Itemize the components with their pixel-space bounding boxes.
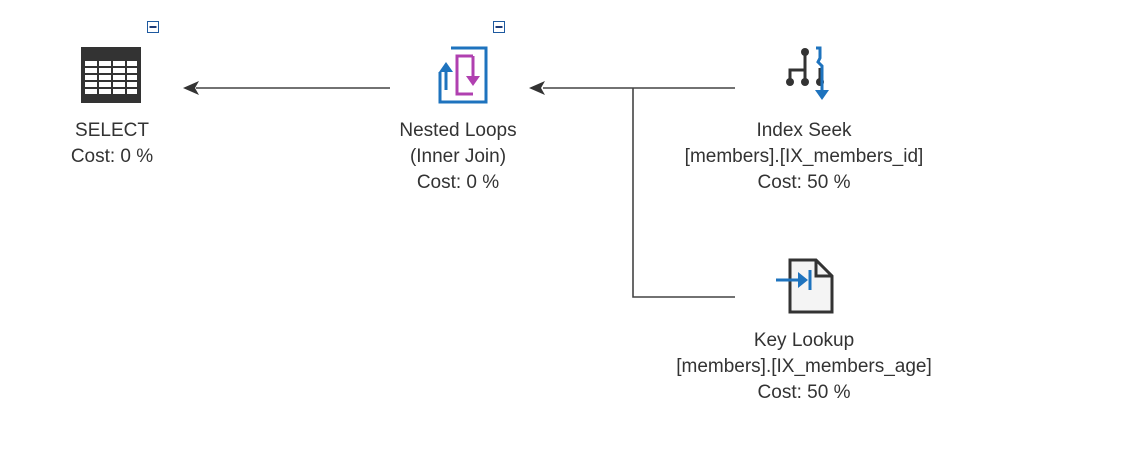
key-lookup-detail: [members].[IX_members_age]	[676, 356, 932, 377]
index-seek-icon	[786, 46, 829, 100]
nested-loops-icon	[438, 46, 488, 104]
select-collapse-button[interactable]	[147, 21, 159, 33]
select-label: SELECT Cost: 0 %	[30, 118, 194, 170]
nested-loops-cost: Cost: 0 %	[416, 172, 500, 193]
connector-key-lookup-branch	[632, 88, 735, 298]
table-grid-icon	[81, 47, 141, 103]
select-name: SELECT	[75, 120, 149, 141]
key-lookup-icon	[776, 258, 834, 314]
key-lookup-label: Key Lookup [members].[IX_members_age] Co…	[630, 328, 978, 406]
connector-index-seek-to-nested-loops	[529, 81, 735, 95]
index-seek-name: Index Seek	[756, 120, 852, 141]
index-seek-cost: Cost: 50 %	[757, 172, 851, 193]
key-lookup-name: Key Lookup	[753, 330, 855, 351]
select-cost: Cost: 0 %	[70, 146, 154, 167]
key-lookup-cost: Cost: 50 %	[757, 382, 851, 403]
index-seek-label: Index Seek [members].[IX_members_id] Cos…	[640, 118, 968, 196]
nested-loops-label: Nested Loops (Inner Join) Cost: 0 %	[350, 118, 566, 196]
nested-loops-name: Nested Loops	[399, 120, 517, 141]
nested-loops-detail: (Inner Join)	[409, 146, 507, 167]
nested-loops-collapse-button[interactable]	[493, 21, 505, 33]
connector-nested-loops-to-select	[183, 81, 390, 95]
index-seek-detail: [members].[IX_members_id]	[684, 146, 924, 167]
